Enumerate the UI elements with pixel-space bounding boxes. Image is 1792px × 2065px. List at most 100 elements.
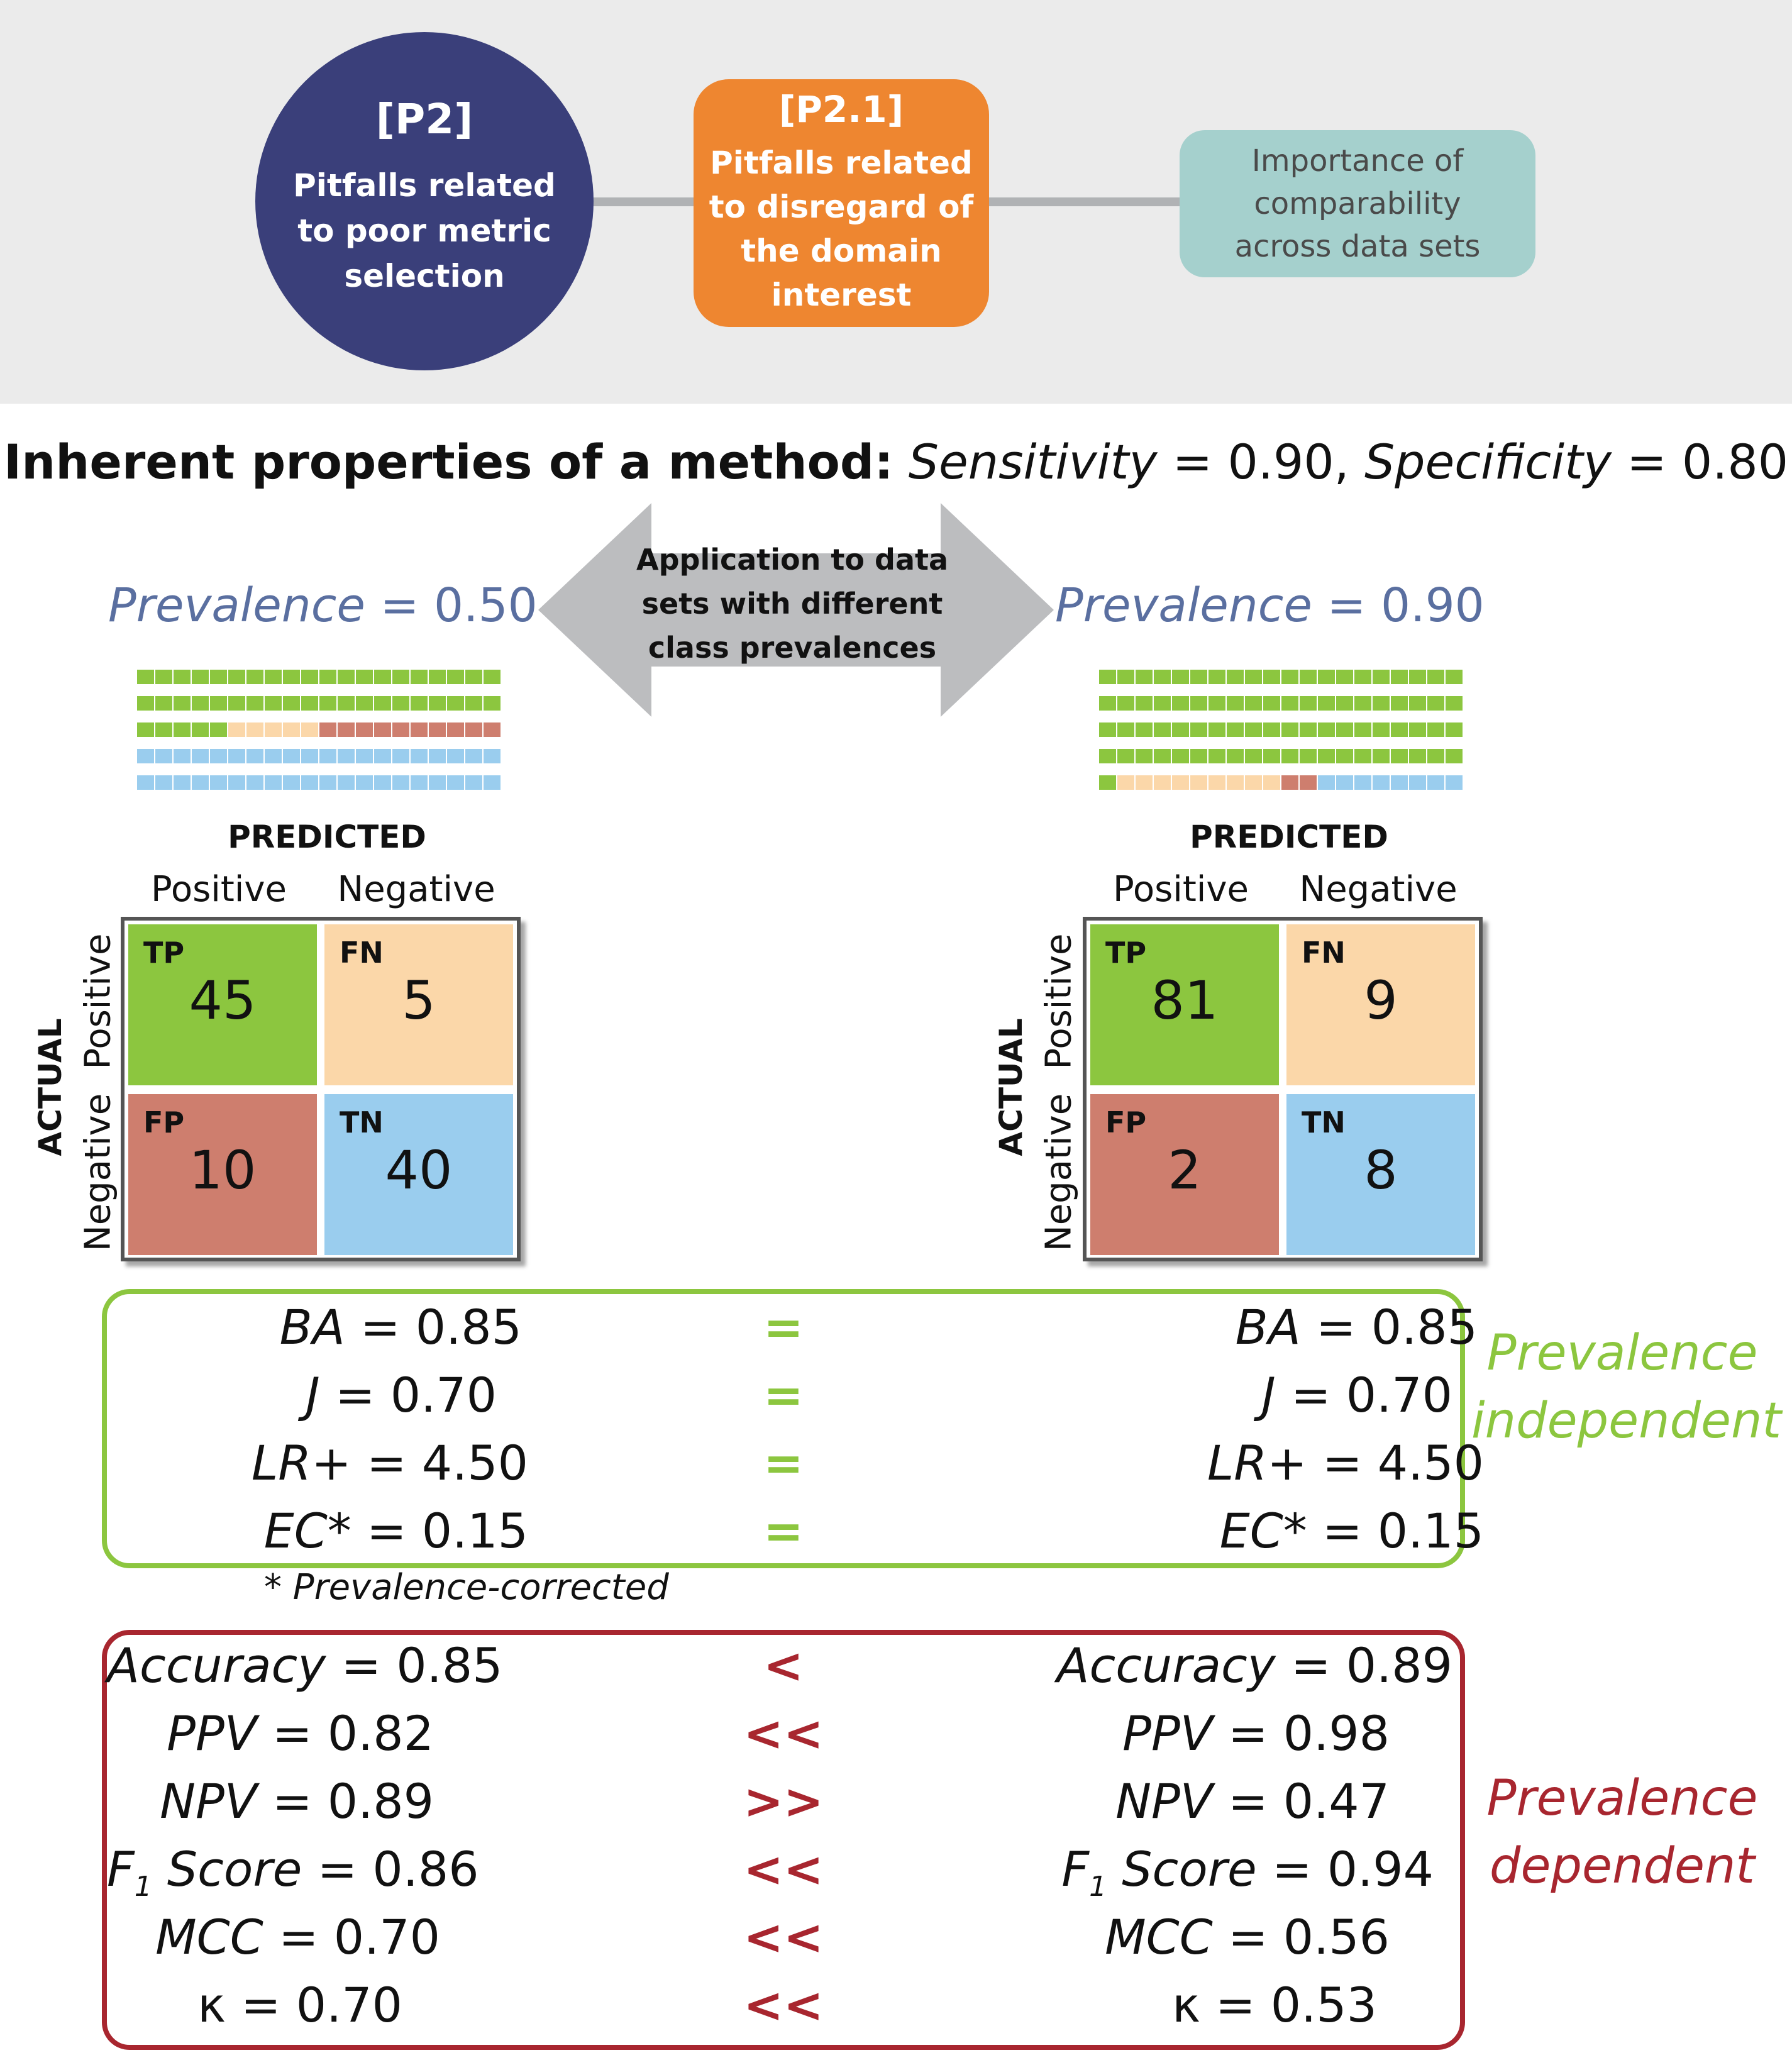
left-waffle-square-tn [374, 749, 391, 763]
dep-npv-value-right: = 0.47 [1212, 1773, 1390, 1829]
right-waffle-square-tp [1099, 775, 1116, 790]
right-waffle-square-tp [1227, 722, 1244, 737]
left-waffle-square-tp [465, 670, 482, 684]
left-waffle-square-tp [411, 670, 428, 684]
left-prevalence-name: Prevalence [108, 579, 365, 633]
dep-kappa-value-left: = 0.70 [225, 1977, 402, 2033]
right-waffle-square-tp [1300, 722, 1317, 737]
right-waffle-square-tp [1172, 670, 1189, 684]
right-waffle-square-tp [1208, 696, 1225, 711]
right-waffle-square-fn [1208, 775, 1225, 790]
right-fn-cell: FN 9 [1286, 924, 1475, 1085]
right-waffle-square-fn [1154, 775, 1171, 790]
indep-row-ba-left: BA = 0.85 [132, 1299, 522, 1355]
dep-accuracy-comparison: < [763, 1637, 804, 1693]
dep-row-ppv-left: PPV = 0.82 [107, 1705, 434, 1761]
left-waffle-square-tp [265, 670, 282, 684]
right-fp-label: FP [1105, 1105, 1147, 1139]
right-waffle-square-tp [1427, 749, 1444, 763]
indep-lr-name-left: LR+ [251, 1435, 351, 1491]
left-waffle-square-tn [192, 749, 209, 763]
left-waffle-square-tn [465, 775, 482, 790]
left-waffle-square-tn [210, 775, 227, 790]
right-prevalence-name: Prevalence [1055, 579, 1312, 633]
independent-metrics-box: BA = 0.85 = BA = 0.85 J = 0.70 = J = 0.7… [102, 1289, 1484, 1568]
right-tn-label: TN [1302, 1105, 1346, 1139]
dep-f1-sub-right: 1 [1089, 1871, 1107, 1903]
indep-ba-comparison: = [763, 1299, 804, 1355]
dep-mcc-value-left: = 0.70 [263, 1909, 440, 1965]
right-waffle-square-tp [1354, 749, 1371, 763]
dependent-label-line1: Prevalence [1486, 1770, 1758, 1827]
left-waffle-square-tp [392, 670, 409, 684]
right-waffle-square-tp [1263, 670, 1280, 684]
left-waffle-square-fn [301, 722, 318, 737]
independent-label-line1: Prevalence [1486, 1325, 1758, 1381]
indep-row-ec-right: EC* = 0.15 [1088, 1503, 1484, 1559]
right-waffle-square-tp [1117, 670, 1134, 684]
dep-npv-value-left: = 0.89 [257, 1773, 434, 1829]
dep-accuracy-name-right: Accuracy [1056, 1637, 1276, 1693]
right-waffle-square-fn [1136, 775, 1153, 790]
left-predicted-label: PREDICTED [228, 819, 426, 855]
left-waffle-grid [137, 670, 501, 790]
dep-kappa-comparison: << [743, 1977, 824, 2033]
right-waffle-square-tp [1354, 670, 1371, 684]
indep-ba-name-left: BA [279, 1299, 345, 1355]
left-waffle-square-tp [392, 696, 409, 711]
left-waffle-square-tp [192, 670, 209, 684]
left-waffle-square-tn [174, 749, 191, 763]
right-waffle-square-tp [1245, 670, 1262, 684]
left-waffle-square-tp [137, 696, 154, 711]
left-predicted-negative-label: Negative [337, 869, 495, 910]
right-actual-label: ACTUAL [993, 1018, 1029, 1156]
dep-ppv-value-left: = 0.82 [257, 1705, 434, 1761]
right-waffle-square-tp [1117, 696, 1134, 711]
left-waffle-square-tp [174, 696, 191, 711]
right-waffle-square-fn [1245, 775, 1262, 790]
left-waffle-square-tn [356, 775, 373, 790]
right-waffle-square-tp [1373, 722, 1390, 737]
right-waffle-square-tp [1318, 722, 1335, 737]
right-waffle-square-tp [1300, 670, 1317, 684]
right-waffle-square-tp [1427, 722, 1444, 737]
left-waffle-square-tn [265, 775, 282, 790]
dep-mcc-comparison: << [743, 1909, 824, 1965]
right-waffle-square-tp [1154, 749, 1171, 763]
left-waffle-square-tn [447, 749, 464, 763]
left-waffle-square-tn [429, 749, 446, 763]
right-waffle-square-tp [1099, 749, 1116, 763]
left-confusion-matrix: TP 45 FN 5 FP 10 TN 40 [121, 917, 521, 1261]
right-waffle-square-tp [1446, 749, 1463, 763]
right-waffle-square-tp [1172, 696, 1189, 711]
right-waffle-square-tp [1391, 749, 1408, 763]
left-waffle-square-tn [411, 749, 428, 763]
left-waffle-square-fp [392, 722, 409, 737]
left-waffle-square-tp [338, 670, 355, 684]
dep-row-accuracy-right: Accuracy = 0.89 [1050, 1637, 1452, 1693]
right-waffle-square-tp [1354, 722, 1371, 737]
right-waffle-square-tn [1373, 775, 1390, 790]
dep-row-kappa-right: κ = 0.53 [1050, 1977, 1377, 2033]
left-waffle-square-tp [210, 696, 227, 711]
title-sensitivity-name: Sensitivity [908, 434, 1158, 490]
p2-tag: [P2] [375, 95, 473, 143]
indep-row-j-left: J = 0.70 [132, 1367, 497, 1423]
dep-accuracy-name-left: Accuracy [107, 1637, 326, 1693]
dep-mcc-value-right: = 0.56 [1212, 1909, 1390, 1965]
title-sensitivity-value: = 0.90, [1157, 434, 1364, 490]
left-waffle-square-tn [484, 749, 501, 763]
left-waffle-square-tp [319, 696, 336, 711]
right-waffle-square-tn [1409, 775, 1426, 790]
left-waffle-square-tn [411, 775, 428, 790]
right-waffle-square-tp [1208, 722, 1225, 737]
dep-row-mcc-right: MCC = 0.56 [1050, 1909, 1390, 1965]
right-waffle-square-tn [1427, 775, 1444, 790]
right-waffle-square-tp [1190, 696, 1207, 711]
indep-lr-name-right: LR+ [1207, 1435, 1307, 1491]
p2-text: Pitfalls related to poor metric selectio… [293, 167, 556, 294]
right-waffle-square-tp [1245, 749, 1262, 763]
left-waffle-square-tn [374, 775, 391, 790]
right-predicted-positive-label: Positive [1113, 869, 1249, 910]
indep-ba-value-right: = 0.85 [1300, 1299, 1478, 1355]
